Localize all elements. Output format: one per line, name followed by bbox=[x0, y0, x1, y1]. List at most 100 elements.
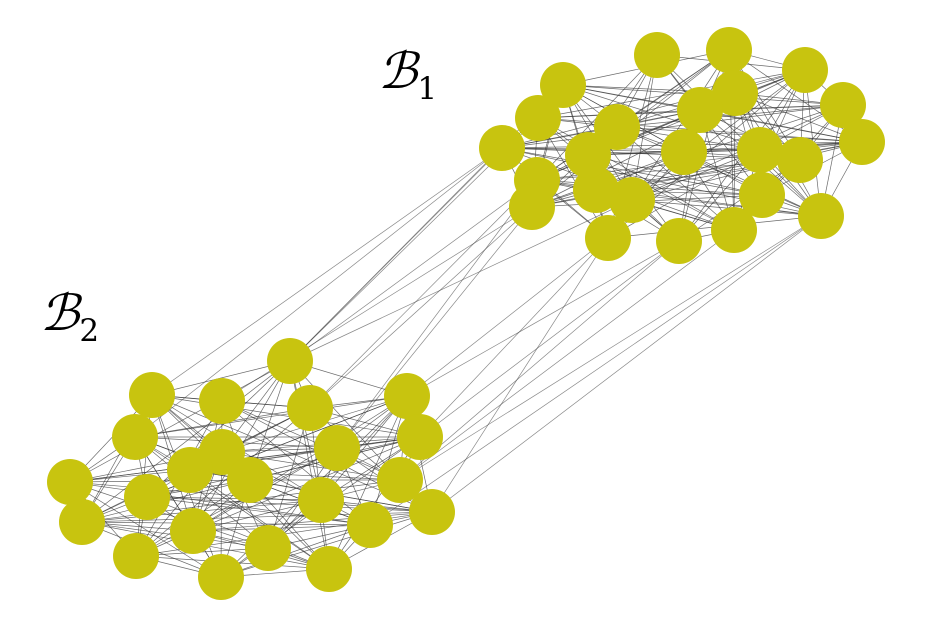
intra-block-2-edge bbox=[146, 496, 371, 526]
block-1-label: ℬ1 bbox=[378, 42, 438, 107]
inter-block-edge bbox=[369, 215, 822, 526]
block-1-node bbox=[798, 193, 844, 239]
inter-block-edge bbox=[419, 240, 680, 438]
intra-block-1-edge bbox=[631, 49, 730, 201]
block-2-node bbox=[347, 502, 393, 548]
inter-block-edge bbox=[406, 240, 680, 397]
intra-block-2-edge bbox=[221, 400, 371, 526]
node-layer bbox=[47, 27, 885, 600]
intra-block-2-edge bbox=[135, 407, 311, 557]
intra-block-2-edge bbox=[289, 360, 401, 481]
intra-block-2-edge bbox=[151, 360, 291, 396]
block-2-node bbox=[112, 414, 158, 460]
block-2-node bbox=[199, 378, 245, 424]
intra-block-2-edge bbox=[328, 395, 408, 570]
inter-block-edge bbox=[431, 237, 609, 513]
block-2-node bbox=[384, 373, 430, 419]
intra-block-2-edge bbox=[189, 469, 330, 570]
intra-block-1-edge bbox=[501, 147, 761, 151]
block-2-node bbox=[47, 459, 93, 505]
intra-block-1-edge bbox=[699, 109, 863, 143]
block-2-node bbox=[267, 338, 313, 384]
block-1-node bbox=[565, 132, 611, 178]
block-1-node bbox=[594, 104, 640, 150]
inter-block-edge bbox=[431, 215, 822, 513]
block-1-node bbox=[677, 87, 723, 133]
block-2-node bbox=[198, 554, 244, 600]
block-1-node bbox=[739, 172, 785, 218]
block-1-node bbox=[540, 62, 586, 108]
intra-block-2-edge bbox=[134, 395, 408, 438]
block-2-node bbox=[59, 499, 105, 545]
block-1-node bbox=[706, 27, 752, 73]
intra-block-2-edge bbox=[221, 400, 401, 481]
intra-block-2-edge bbox=[146, 496, 322, 501]
intra-block-1-edge bbox=[537, 117, 609, 239]
intra-block-2-edge bbox=[69, 481, 222, 578]
block-2-node bbox=[167, 447, 213, 493]
block-1-node bbox=[515, 95, 561, 141]
intra-block-1-edge bbox=[501, 104, 844, 149]
inter-block-edge bbox=[399, 215, 822, 481]
inter-block-edge bbox=[134, 147, 503, 438]
block-2-node bbox=[409, 489, 455, 535]
inter-block-edge bbox=[309, 206, 533, 409]
block-2-node bbox=[245, 525, 291, 571]
inter-block-edge bbox=[289, 84, 564, 362]
block-2-node bbox=[377, 457, 423, 503]
block-2-node bbox=[397, 414, 443, 460]
block-1-node bbox=[573, 167, 619, 213]
inter-block-edge bbox=[336, 179, 538, 449]
intra-block-1-edge bbox=[587, 154, 763, 196]
intra-block-1-edge bbox=[616, 126, 822, 217]
intra-block-1-edge bbox=[631, 54, 658, 201]
block-2-node bbox=[227, 457, 273, 503]
inter-block-edge bbox=[419, 237, 609, 438]
block-1-node bbox=[509, 184, 555, 230]
inter-block-edge bbox=[151, 147, 503, 396]
block-1-node bbox=[656, 218, 702, 264]
intra-block-2-edge bbox=[151, 394, 421, 438]
block-2-node bbox=[306, 546, 352, 592]
block-1-node bbox=[634, 32, 680, 78]
intra-block-1-edge bbox=[678, 159, 801, 242]
block-2-node bbox=[298, 477, 344, 523]
intra-block-2-edge bbox=[81, 521, 371, 526]
intra-block-1-edge bbox=[537, 69, 806, 119]
intra-block-2-edge bbox=[220, 524, 371, 578]
block-2-node bbox=[170, 508, 216, 554]
block-1-node bbox=[820, 82, 866, 128]
intra-block-2-edge bbox=[146, 496, 330, 570]
intra-block-1-edge bbox=[587, 154, 735, 231]
intra-block-2-edge bbox=[81, 360, 291, 523]
inter-block-edge bbox=[399, 240, 680, 481]
intra-block-1-edge bbox=[562, 84, 701, 111]
block-2-node bbox=[124, 474, 170, 520]
inter-block-edge bbox=[399, 229, 735, 481]
block-1-node bbox=[839, 119, 885, 165]
intra-block-2-edge bbox=[221, 451, 401, 481]
inter-block-edge bbox=[336, 206, 533, 449]
block-1-node bbox=[777, 137, 823, 183]
intra-block-1-edge bbox=[562, 84, 680, 242]
block-1-node bbox=[711, 207, 757, 253]
block-2-node bbox=[113, 533, 159, 579]
block-1-node bbox=[661, 129, 707, 175]
inter-block-edge bbox=[406, 237, 609, 397]
intra-block-2-edge bbox=[192, 511, 433, 532]
block-1-node bbox=[712, 70, 758, 116]
block-2-node bbox=[287, 385, 333, 431]
intra-block-2-edge bbox=[134, 436, 330, 570]
intra-block-1-edge bbox=[562, 84, 763, 196]
intra-block-1-edge bbox=[631, 199, 822, 217]
intra-block-1-edge bbox=[656, 54, 822, 217]
intra-block-1-edge bbox=[537, 117, 735, 231]
intra-block-1-edge bbox=[616, 126, 863, 143]
block-1-node bbox=[585, 215, 631, 261]
edge-layer bbox=[69, 49, 863, 578]
block-2-label: ℬ2 bbox=[40, 284, 100, 349]
block-2-node bbox=[314, 425, 360, 471]
inter-block-edge bbox=[309, 179, 538, 409]
block-1-node bbox=[479, 125, 525, 171]
